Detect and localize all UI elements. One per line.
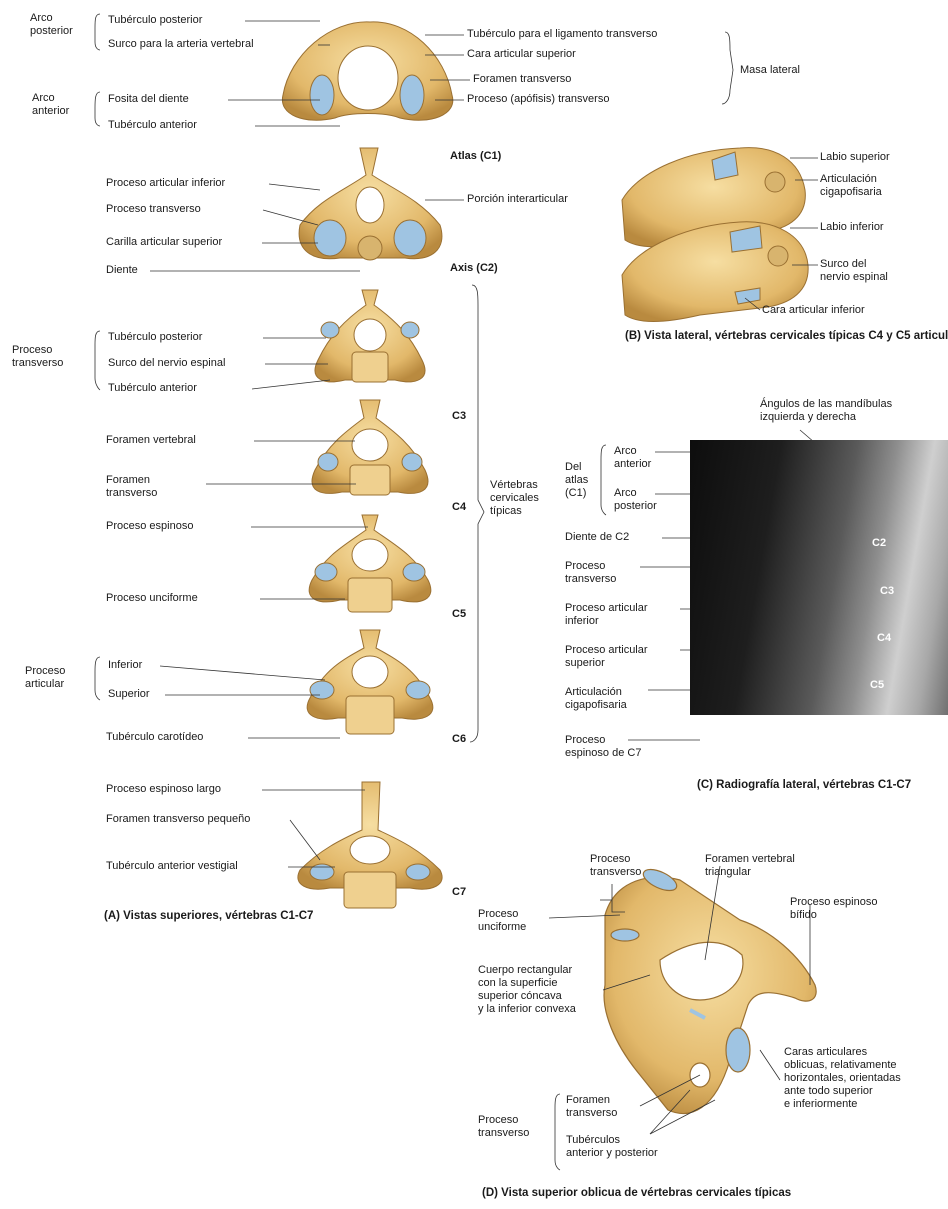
label-articulacion-cigapofisaria-b: Articulación cigapofisaria <box>820 173 882 199</box>
lateral-radiograph <box>690 440 948 715</box>
label-proceso-espinoso-c7: Proceso espinoso de C7 <box>565 734 641 760</box>
vertebra-name-c4: C4 <box>452 501 466 513</box>
label-foramen-transverso-c1: Foramen transverso <box>473 73 571 86</box>
label-labio-inferior: Labio inferior <box>820 221 884 234</box>
label-carilla-articular-superior: Carilla articular superior <box>106 236 222 249</box>
c6-illustration <box>307 630 433 734</box>
label-tuberculo-anterior-c3: Tubérculo anterior <box>108 382 197 395</box>
label-fosita-diente: Fosita del diente <box>108 93 189 106</box>
label-foramen-vertebral-triangular: Foramen vertebral triangular <box>705 853 795 879</box>
axis-illustration <box>299 148 442 260</box>
group-label-proceso-transverso: Proceso transverso <box>12 344 63 370</box>
vertebra-name-atlas: Atlas (C1) <box>450 150 501 162</box>
label-proceso-transverso-c1: Proceso (apófisis) transverso <box>467 93 609 106</box>
label-proceso-transverso-c2: Proceso transverso <box>106 203 201 216</box>
label-surco-nervio-espinal-b: Surco del nervio espinal <box>820 258 888 284</box>
vertebra-name-c3: C3 <box>452 410 466 422</box>
caption-panel-a: (A) Vistas superiores, vértebras C1-C7 <box>104 909 313 923</box>
label-angulos-mandibulas: Ángulos de las mandíbulas izquierda y de… <box>760 398 892 424</box>
caption-panel-c: (C) Radiografía lateral, vértebras C1-C7 <box>697 778 911 792</box>
lateral-c4-c5-illustration <box>622 148 808 322</box>
label-proceso-espinoso-bifido: Proceso espinoso bífido <box>790 896 877 922</box>
label-proceso-transverso-c: Proceso transverso <box>565 560 616 586</box>
label-tuberculo-anterior-c1: Tubérculo anterior <box>108 119 197 132</box>
label-diente: Diente <box>106 264 138 277</box>
label-proceso-espinoso-largo: Proceso espinoso largo <box>106 783 221 796</box>
vertebra-name-c5: C5 <box>452 608 466 620</box>
label-proceso-unciforme-d: Proceso unciforme <box>478 908 526 934</box>
xray-level-c4: C4 <box>877 632 891 645</box>
label-tuberculo-anterior-vestigial: Tubérculo anterior vestigial <box>106 860 238 873</box>
label-cara-articular-superior: Cara articular superior <box>467 48 576 61</box>
label-vertebras-cervicales-tipicas: Vértebras cervicales típicas <box>490 479 539 518</box>
group-label-arco-posterior: Arco posterior <box>30 12 73 38</box>
label-diente-c2: Diente de C2 <box>565 531 629 544</box>
label-labio-superior: Labio superior <box>820 151 890 164</box>
label-cara-articular-inferior: Cara articular inferior <box>762 304 865 317</box>
label-tuberculos-anterior-posterior: Tubérculos anterior y posterior <box>566 1134 658 1160</box>
label-del-atlas: Del atlas (C1) <box>565 461 588 500</box>
label-surco-arteria-vertebral: Surco para la arteria vertebral <box>108 38 254 51</box>
label-surco-nervio-espinal-c3: Surco del nervio espinal <box>108 357 225 370</box>
label-proceso-transverso-d-top: Proceso transverso <box>590 853 641 879</box>
c7-illustration <box>298 782 442 908</box>
xray-level-c5: C5 <box>870 679 884 692</box>
label-tuberculo-posterior-c3: Tubérculo posterior <box>108 331 202 344</box>
c4-illustration <box>312 400 428 495</box>
xray-level-c3: C3 <box>880 585 894 598</box>
label-tuberculo-posterior-c1: Tubérculo posterior <box>108 14 202 27</box>
label-caras-articulares-oblicuas: Caras articulares oblicuas, relativament… <box>784 1046 901 1111</box>
xray-level-c2: C2 <box>872 537 886 550</box>
label-proceso-articular-superior-c: Proceso articular superior <box>565 644 648 670</box>
label-arco-anterior-c: Arco anterior <box>614 445 651 471</box>
group-label-proceso-transverso-d: Proceso transverso <box>478 1114 529 1140</box>
group-label-arco-anterior: Arco anterior <box>32 92 69 118</box>
caption-panel-b: (B) Vista lateral, vértebras cervicales … <box>625 329 948 343</box>
label-foramen-transverso-d: Foramen transverso <box>566 1094 617 1120</box>
label-foramen-vertebral: Foramen vertebral <box>106 434 196 447</box>
vertebra-name-c7: C7 <box>452 886 466 898</box>
xray-level-c6: C6 <box>858 724 872 737</box>
atlas-illustration <box>282 22 452 120</box>
label-tuberculo-ligamento: Tubérculo para el ligamento transverso <box>467 28 657 41</box>
label-masa-lateral: Masa lateral <box>740 64 800 77</box>
c3-illustration <box>315 290 425 382</box>
label-cuerpo-rectangular: Cuerpo rectangular con la superficie sup… <box>478 964 576 1016</box>
c5-illustration <box>309 515 431 612</box>
label-proceso-articular-inferior-c: Proceso articular inferior <box>565 602 648 628</box>
label-foramen-transverso-pequeno: Foramen transverso pequeño <box>106 813 250 826</box>
xray-level-c7: C7 <box>834 763 848 776</box>
label-superior: Superior <box>108 688 150 701</box>
caption-panel-d: (D) Vista superior oblicua de vértebras … <box>482 1186 791 1200</box>
label-foramen-transverso-c4: Foramen transverso <box>106 474 157 500</box>
label-inferior: Inferior <box>108 659 142 672</box>
label-proceso-articular-inferior-c2: Proceso articular inferior <box>106 177 225 190</box>
label-porcion-interarticular: Porción interarticular <box>467 193 568 206</box>
label-articulacion-cigapofisaria-c: Articulación cigapofisaria <box>565 686 627 712</box>
vertebra-name-axis: Axis (C2) <box>450 262 498 274</box>
label-proceso-espinoso: Proceso espinoso <box>106 520 193 533</box>
vertebra-name-c6: C6 <box>452 733 466 745</box>
label-tuberculo-carotideo: Tubérculo carotídeo <box>106 731 203 744</box>
label-arco-posterior-c: Arco posterior <box>614 487 657 513</box>
label-proceso-unciforme-c5: Proceso unciforme <box>106 592 198 605</box>
group-label-proceso-articular: Proceso articular <box>25 665 65 691</box>
